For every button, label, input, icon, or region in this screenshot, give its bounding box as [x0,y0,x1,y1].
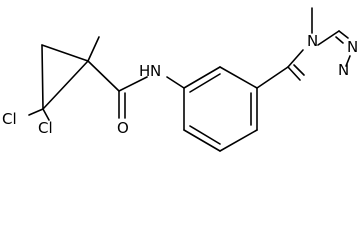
bond-triazole-n4-c5 [317,30,340,46]
bond-cyclopropane-right [42,60,89,110]
bond-benzene-inner-3 [189,125,221,145]
molecule-structure: Cl Cl N H O N N N [2,7,358,152]
bond-benzene-1 [183,66,221,89]
atom-label-nitrogen: N [338,61,349,79]
bond-benzene-4 [219,129,258,152]
structure-canvas: Cl Cl N H O N N N [2,7,358,152]
bond-c-cl-bottom [42,108,50,121]
bond-triazole-c3-n4 [287,49,304,68]
bond-aryl-triazole [256,66,289,89]
bond-carbonyl-n [118,76,148,92]
bond-benzene-5 [183,129,221,152]
bond-benzene-inner-1 [189,73,221,93]
bond-triazole-n1-n2 [345,55,351,67]
atom-label-nitrogen: N [307,32,318,50]
bond-triazole-n2-c3-double-b [293,64,305,76]
bond-benzene-2 [219,66,258,89]
atom-label-nitrogen: N [150,62,161,80]
atom-label-chlorine: Cl [38,119,53,137]
bond-triazole-c5-n1-double-b [335,36,344,44]
atom-label-hydrogen: H [139,62,150,80]
bond-cyclopropane-top [41,44,89,62]
bond-triazole-c5-n1-double-a [338,30,349,39]
bond-n-aryl [166,76,185,89]
bond-c-cl-top [28,108,44,116]
atom-label-nitrogen: N [347,38,358,56]
bond-triazole-n2-c3-double-a [287,66,301,81]
atom-label-chlorine: Cl [2,110,17,128]
atom-label-oxygen: O [117,119,129,137]
bond-ring-carbonyl [87,60,120,92]
bond-ring-methyl [87,36,100,62]
bond-cyclopropane-left [41,44,44,110]
